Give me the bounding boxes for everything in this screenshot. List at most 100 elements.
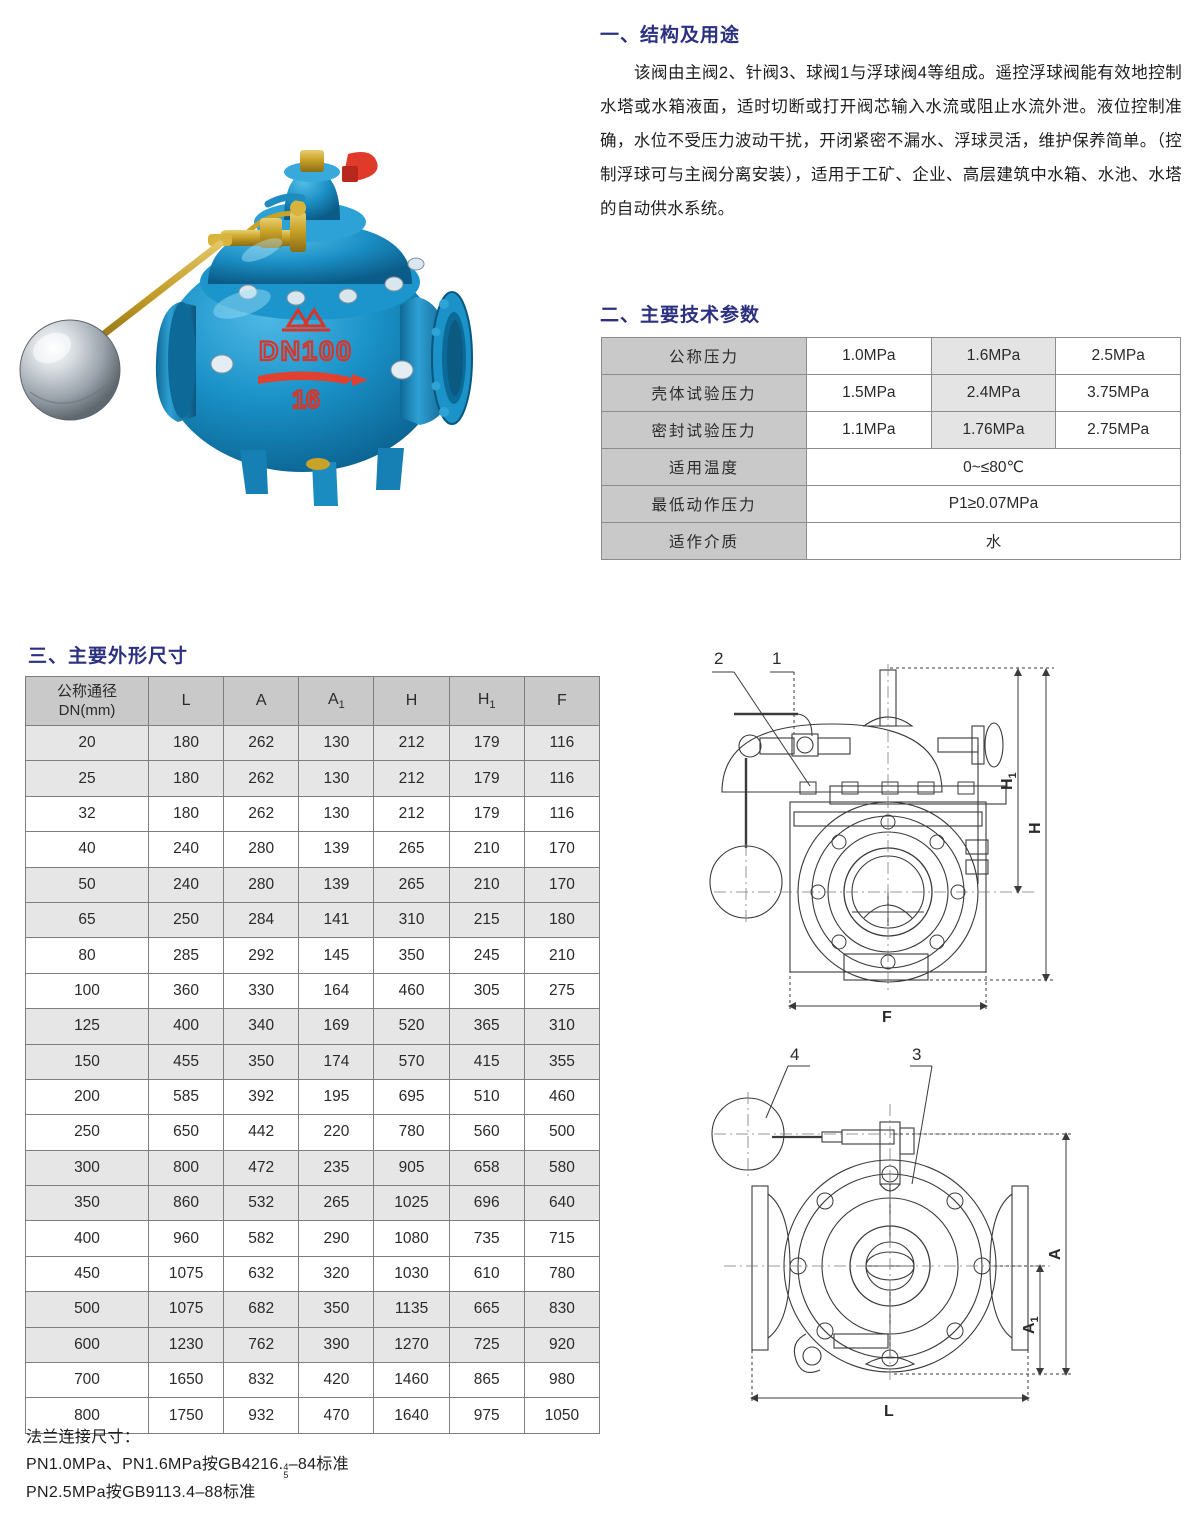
cell-a: 762 — [223, 1326, 300, 1364]
cell-f: 210 — [523, 937, 601, 974]
cell-a1: 139 — [298, 831, 375, 868]
cell-a: 932 — [223, 1397, 300, 1434]
cell-l: 1075 — [147, 1255, 225, 1293]
cell-dn: 125 — [25, 1008, 149, 1045]
cell-dn: 65 — [25, 901, 149, 939]
cell-l: 180 — [147, 724, 225, 762]
param-value: 1.0MPa — [806, 337, 932, 375]
callout-2-label: 2 — [714, 649, 723, 668]
param-label: 公称压力 — [601, 337, 807, 375]
column-header-a: A — [223, 676, 300, 726]
cell-dn: 500 — [25, 1291, 149, 1328]
cell-l: 285 — [147, 937, 225, 974]
top-view-drawing: 4 3 A A1 L — [694, 1034, 1194, 1426]
cell-l: 400 — [147, 1008, 225, 1045]
table-row: 密封试验压力 1.1MPa 1.76MPa 2.75MPa — [601, 411, 1181, 449]
front-view-svg: 2 1 H1 H F — [709, 649, 1054, 1026]
cell-h: 570 — [373, 1043, 450, 1080]
cell-a1: 139 — [298, 866, 375, 903]
cell-dn: 800 — [25, 1397, 149, 1434]
dimensions-section-heading: 三、主要外形尺寸 — [28, 646, 189, 667]
cell-h: 1460 — [373, 1362, 450, 1399]
cell-a: 284 — [223, 901, 300, 939]
table-header-row: 公称通径 DN(mm) L A A1 H H1 F — [25, 676, 601, 726]
cell-a1: 420 — [298, 1362, 375, 1399]
footnote-line2-before: PN1.0MPa、PN1.6MPa按GB4216. — [26, 1456, 284, 1473]
cell-a1: 130 — [298, 760, 375, 797]
cell-l: 585 — [147, 1078, 225, 1116]
cell-h1: 665 — [448, 1291, 525, 1328]
footnote-line-3: PN2.5MPa按GB9113.4–88标准 — [26, 1484, 256, 1501]
footnote-line2-after: –84标准 — [288, 1456, 349, 1473]
cell-f: 116 — [523, 760, 601, 797]
column-header-h: H — [373, 676, 450, 726]
column-header-dn: 公称通径 DN(mm) — [25, 676, 149, 726]
cell-dn: 80 — [25, 937, 149, 974]
param-value: 2.5MPa — [1055, 337, 1181, 375]
cell-l: 860 — [147, 1185, 225, 1222]
valve-photo-illustration: DN100 16 — [19, 150, 473, 506]
cell-a: 472 — [223, 1149, 300, 1187]
cell-h: 310 — [373, 901, 450, 939]
cell-h: 780 — [373, 1114, 450, 1151]
cell-h1: 179 — [448, 724, 525, 762]
valve-model-text: DN100 — [259, 336, 353, 366]
param-label: 密封试验压力 — [601, 411, 807, 449]
column-header-l: L — [147, 676, 225, 726]
cell-l: 240 — [147, 866, 225, 903]
cell-h: 265 — [373, 831, 450, 868]
cell-h1: 725 — [448, 1326, 525, 1364]
cell-h1: 245 — [448, 937, 525, 974]
param-label: 适用温度 — [601, 448, 807, 486]
param-value: 水 — [806, 522, 1181, 560]
cell-a: 532 — [223, 1185, 300, 1222]
cell-h1: 658 — [448, 1149, 525, 1187]
cell-f: 500 — [523, 1114, 601, 1151]
cell-f: 920 — [523, 1326, 601, 1364]
cell-f: 170 — [523, 866, 601, 903]
cell-l: 650 — [147, 1114, 225, 1151]
cell-h1: 210 — [448, 866, 525, 903]
column-header-h1: H1 — [448, 676, 525, 726]
cell-l: 1650 — [147, 1362, 225, 1399]
cell-h1: 610 — [448, 1255, 525, 1293]
dim-h1-sub: 1 — [1007, 772, 1019, 778]
cell-a: 442 — [223, 1114, 300, 1151]
cell-dn: 200 — [25, 1078, 149, 1116]
valve-body-marking — [282, 307, 330, 332]
cell-dn: 700 — [25, 1362, 149, 1399]
cell-dn: 40 — [25, 831, 149, 868]
table-row: 适作介质 水 — [601, 522, 1181, 560]
cell-a1: 130 — [298, 724, 375, 762]
cell-h: 212 — [373, 724, 450, 762]
param-label: 适作介质 — [601, 522, 807, 560]
cell-h: 212 — [373, 795, 450, 833]
cell-a1: 290 — [298, 1220, 375, 1257]
param-value: 0~≤80℃ — [806, 448, 1181, 486]
dim-a1-base: A — [1021, 1322, 1038, 1334]
fraction-denominator: 5 — [283, 1470, 289, 1480]
cell-h: 1135 — [373, 1291, 450, 1328]
param-value: P1≥0.07MPa — [806, 485, 1181, 523]
cell-a1: 130 — [298, 795, 375, 833]
cell-l: 250 — [147, 901, 225, 939]
cell-a: 582 — [223, 1220, 300, 1257]
cell-dn: 20 — [25, 724, 149, 762]
dim-h1-label: H1 — [999, 772, 1019, 790]
cell-f: 116 — [523, 795, 601, 833]
